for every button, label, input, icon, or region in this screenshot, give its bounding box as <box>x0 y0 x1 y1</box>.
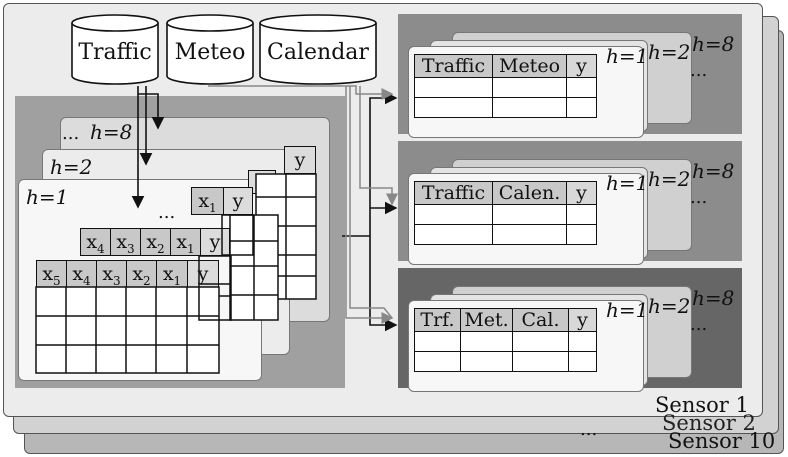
right-horizon-ellipsis: ... <box>690 187 708 208</box>
feature-table-cell <box>568 351 597 372</box>
right-h1-label: h=1 <box>606 44 649 68</box>
left-h8-label: h=8 <box>90 120 133 144</box>
feature-table: Trf.Met.Cal.y <box>414 308 597 372</box>
sensor-1-label: Sensor 1 <box>655 393 749 417</box>
traffic-database: Traffic <box>71 14 159 86</box>
cylinder-icon <box>166 14 254 85</box>
lag-cell: x1 <box>191 187 224 215</box>
calendar-database: Calendar <box>259 14 377 86</box>
right-horizon-ellipsis: ... <box>690 314 708 335</box>
right-h8-label: h=8 <box>692 32 735 56</box>
lag-cell: x1 <box>170 228 201 256</box>
lag-cell: y <box>223 187 253 215</box>
left-h2-label: h=2 <box>50 155 93 179</box>
right-h1-label: h=1 <box>606 171 649 195</box>
lag-cell: x1 <box>156 260 188 288</box>
feature-table-header: Meteo <box>492 54 567 78</box>
feature-table-header: Traffic <box>414 54 493 78</box>
right-h2-label: h=2 <box>648 167 691 191</box>
lag-cell: y <box>200 228 230 256</box>
right-h2-label: h=2 <box>648 294 691 318</box>
lag-cell: x3 <box>110 228 141 256</box>
left-horizon-ellipsis: ... <box>62 123 80 144</box>
feature-table-header: Cal. <box>512 308 569 332</box>
feature-table-cell <box>566 224 597 245</box>
meteo-database: Meteo <box>166 14 254 86</box>
cylinder-icon <box>259 14 377 85</box>
meteo-database-label: Meteo <box>174 40 246 65</box>
right-h1-label: h=1 <box>606 298 649 322</box>
right-h8-label: h=8 <box>692 159 735 183</box>
right-h2-label: h=2 <box>648 40 691 64</box>
lag-ellipsis: ... <box>158 202 176 223</box>
lag-cell: x4 <box>66 260 97 288</box>
lag-cell: x2 <box>126 260 157 288</box>
feature-table-cell <box>566 97 597 118</box>
right-h8-label: h=8 <box>692 286 735 310</box>
feature-table-header: y <box>566 54 597 78</box>
feature-table-header: y <box>568 308 597 332</box>
right-horizon-ellipsis: ... <box>690 60 708 81</box>
left-h1-label: h=1 <box>26 185 69 209</box>
sensor-ellipsis: ... <box>580 419 598 440</box>
cylinder-icon <box>71 14 159 85</box>
sensor-10-label: Sensor 10 <box>668 429 776 453</box>
calendar-database-label: Calendar <box>267 40 369 65</box>
lag-cell: x2 <box>140 228 171 256</box>
lag-cell: x4 <box>80 228 111 256</box>
sensor-2-label: Sensor 2 <box>662 411 756 435</box>
lag-cell: x5 <box>36 260 67 288</box>
traffic-database-label: Traffic <box>78 40 152 65</box>
